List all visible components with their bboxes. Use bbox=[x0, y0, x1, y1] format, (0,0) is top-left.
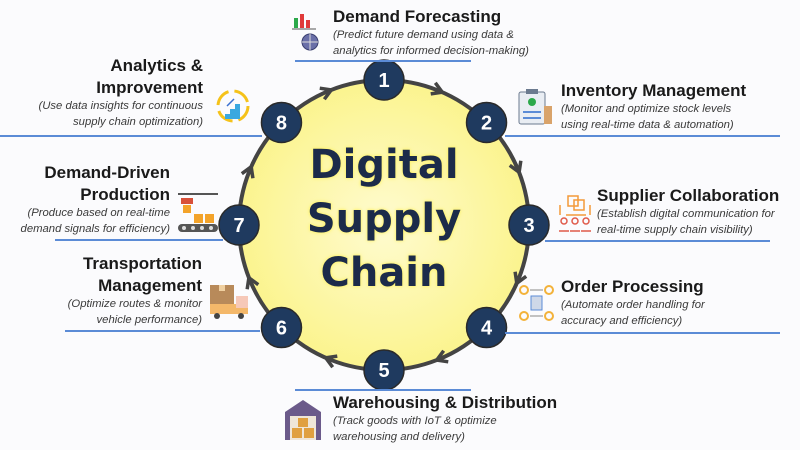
flow-arrow-icon bbox=[240, 163, 255, 179]
flow-arrow-icon bbox=[433, 349, 449, 364]
step-node-5: 5 bbox=[363, 349, 405, 391]
warehouse-icon bbox=[285, 400, 321, 440]
step-title: Management bbox=[98, 276, 202, 295]
chart-globe-icon bbox=[292, 14, 319, 51]
step-title: Production bbox=[80, 185, 170, 204]
step-description: (Optimize routes & monitor bbox=[67, 298, 202, 310]
step-title: Improvement bbox=[96, 78, 203, 97]
divider-line bbox=[65, 330, 260, 332]
step-number: 1 bbox=[378, 70, 389, 92]
step-description: using real-time data & automation) bbox=[561, 118, 734, 131]
divider-line bbox=[295, 60, 471, 62]
step-title: Warehousing & Distribution bbox=[333, 393, 558, 412]
step-description: (Automate order handling for bbox=[561, 299, 705, 311]
center-title-line: Supply bbox=[306, 196, 462, 242]
step-8-label: Analytics & Improvement (Use data insigh… bbox=[38, 55, 203, 130]
step-title: Demand Forecasting bbox=[333, 7, 502, 26]
step-node-circle bbox=[508, 204, 550, 246]
divider-line bbox=[55, 239, 223, 241]
step-node-circle bbox=[465, 306, 508, 349]
step-title: Order Processing bbox=[561, 277, 704, 296]
divider-line bbox=[0, 135, 262, 137]
step-7-label: Demand-Driven Production (Produce based … bbox=[21, 162, 170, 237]
step-description: analytics for informed decision-making) bbox=[333, 44, 529, 57]
divider-line bbox=[545, 240, 770, 242]
step-description: (Use data insights for continuous bbox=[38, 100, 203, 112]
step-number: 8 bbox=[276, 112, 287, 134]
step-node-circle bbox=[465, 101, 508, 144]
step-description: warehousing and delivery) bbox=[333, 430, 465, 443]
step-description: demand signals for efficiency) bbox=[20, 222, 170, 235]
divider-line bbox=[295, 389, 471, 391]
center-title: Digital Supply Chain bbox=[284, 138, 484, 300]
clipboard-inventory-icon bbox=[518, 89, 552, 125]
step-1-label: Demand Forecasting (Predict future deman… bbox=[333, 6, 529, 59]
step-node-2: 2 bbox=[465, 101, 508, 144]
step-node-4: 4 bbox=[465, 306, 508, 349]
step-node-6: 6 bbox=[260, 306, 303, 349]
step-title: Inventory Management bbox=[561, 81, 747, 100]
step-6-label: Transportation Management (Optimize rout… bbox=[68, 253, 202, 328]
center-title-line: Digital bbox=[309, 142, 459, 188]
step-description: vehicle performance) bbox=[96, 313, 202, 326]
step-description: (Establish digital communication for bbox=[597, 208, 775, 220]
center-title-line: Chain bbox=[320, 250, 448, 296]
delivery-truck-icon bbox=[210, 285, 248, 319]
step-node-3: 3 bbox=[508, 204, 550, 246]
step-description: (Predict future demand using data & bbox=[333, 29, 514, 41]
divider-line bbox=[505, 332, 780, 334]
step-node-7: 7 bbox=[218, 204, 260, 246]
step-title: Transportation bbox=[82, 254, 202, 273]
step-number: 4 bbox=[481, 318, 493, 340]
step-title: Demand-Driven bbox=[44, 163, 170, 182]
step-description: accuracy and efficiency) bbox=[561, 314, 683, 327]
step-node-8: 8 bbox=[260, 101, 303, 144]
divider-line bbox=[505, 135, 780, 137]
flow-arrow-icon bbox=[513, 271, 528, 287]
flow-arrow-icon bbox=[508, 160, 523, 176]
flow-arrow-icon bbox=[430, 81, 446, 96]
step-node-circle bbox=[260, 306, 303, 349]
order-cycle-icon bbox=[519, 285, 554, 321]
step-number: 2 bbox=[481, 112, 492, 134]
step-node-circle bbox=[218, 204, 260, 246]
step-4-label: Order Processing (Automate order handlin… bbox=[561, 276, 705, 329]
flow-arrow-icon bbox=[319, 86, 335, 101]
step-number: 7 bbox=[233, 215, 244, 237]
step-description: (Monitor and optimize stock levels bbox=[561, 103, 732, 115]
step-description: supply chain optimization) bbox=[73, 115, 203, 128]
step-title: Supplier Collaboration bbox=[597, 186, 780, 205]
step-2-label: Inventory Management (Monitor and optimi… bbox=[561, 80, 746, 133]
step-description: (Produce based on real-time bbox=[27, 207, 170, 219]
step-description: (Track goods with IoT & optimize bbox=[333, 415, 497, 427]
supplier-network-icon bbox=[559, 195, 591, 232]
step-number: 6 bbox=[276, 318, 287, 340]
step-title: Analytics & bbox=[110, 56, 203, 75]
step-5-label: Warehousing & Distribution (Track goods … bbox=[333, 392, 557, 445]
step-node-1: 1 bbox=[363, 59, 405, 101]
conveyor-production-icon bbox=[178, 193, 218, 232]
step-3-label: Supplier Collaboration (Establish digita… bbox=[597, 185, 779, 238]
flow-arrow-icon bbox=[245, 274, 260, 290]
step-node-circle bbox=[260, 101, 303, 144]
step-description: real-time supply chain visibility) bbox=[597, 223, 753, 236]
improvement-cycle-icon bbox=[216, 89, 250, 123]
flow-arrow-icon bbox=[322, 354, 338, 369]
step-number: 3 bbox=[523, 215, 534, 237]
step-number: 5 bbox=[378, 360, 389, 382]
